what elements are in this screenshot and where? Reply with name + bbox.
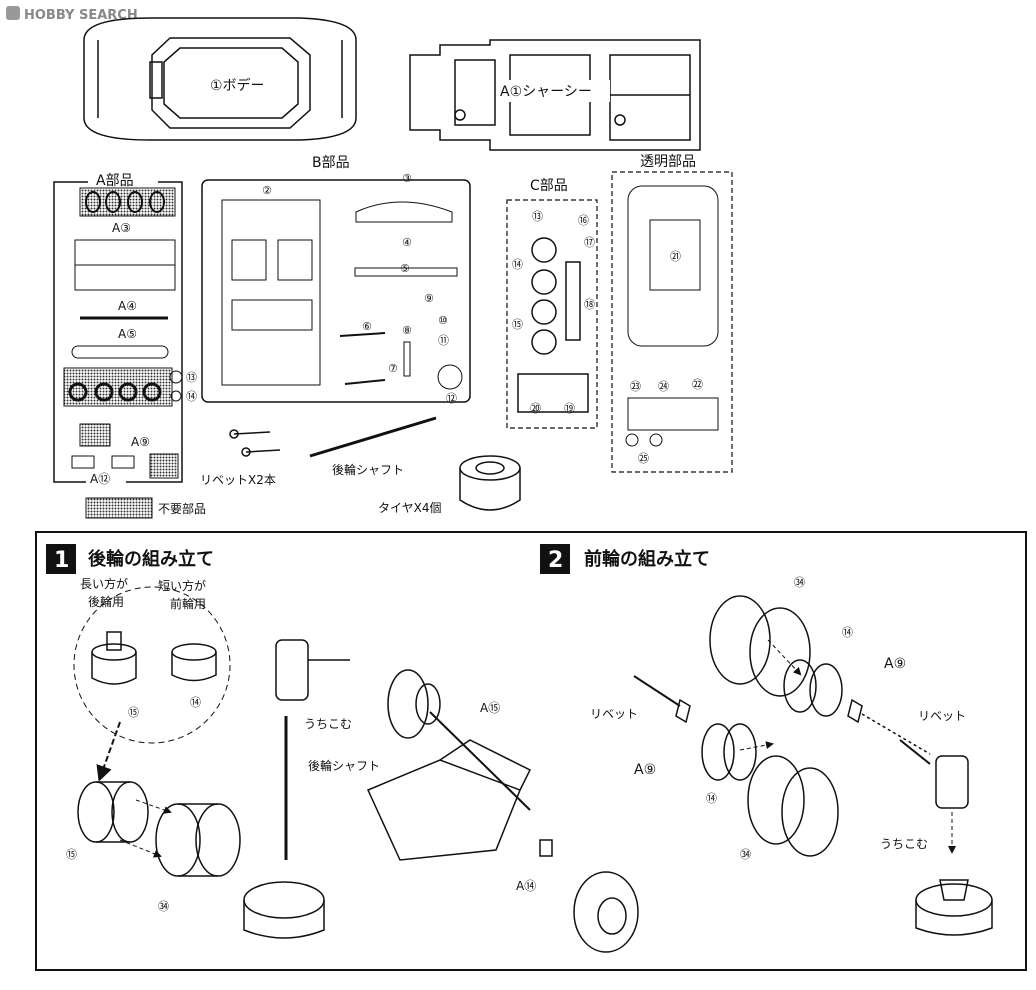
a-label-4: A④ (118, 299, 137, 313)
step2-badge (540, 544, 570, 574)
chassis-label: A①シャーシー (500, 84, 592, 100)
b-num-2: ② (262, 184, 272, 197)
short-label: 短い方が (158, 578, 206, 593)
c-num-17: ⑰ (584, 236, 595, 249)
rivet-left: リベット (590, 707, 638, 721)
hub-14: ⑭ (190, 696, 201, 709)
a-label-3: A③ (112, 221, 131, 235)
step2-number: 2 (548, 548, 563, 573)
step2: 2 前輪の組み立て ㉞ ⑭ A⑨ リベット リベット A⑨ ⑭ ㉞ うちこむ (540, 544, 993, 936)
a-label-9: A⑨ (131, 435, 150, 449)
a-side-14: ⑭ (186, 390, 197, 403)
b-num-12: ⑫ (446, 392, 457, 405)
clear-num-22: ㉒ (692, 378, 703, 391)
b-num-11: ⑪ (438, 334, 449, 347)
c-num-19: ⑲ (564, 402, 575, 415)
watermark-text: HOBBY SEARCH (24, 8, 138, 23)
short-use: 前輪用 (170, 596, 206, 611)
hammer-note-1: うちこむ (304, 717, 352, 731)
steps-frame (35, 531, 1027, 971)
rivet-label: リベットX2本 (200, 473, 276, 487)
tire-label: タイヤX4個 (378, 501, 442, 515)
b-num-5: ⑤ (400, 262, 410, 275)
a9-left: A⑨ (634, 762, 656, 778)
long-use: 後輪用 (88, 594, 124, 609)
rivet-right: リベット (918, 709, 966, 723)
b-num-8: ⑧ (402, 324, 412, 337)
hub-14b: ⑭ (706, 792, 717, 805)
b-parts-title: B部品 (312, 155, 350, 171)
hub-15: ⑮ (128, 706, 139, 719)
step1-badge (46, 544, 76, 574)
car-body-drawing (83, 17, 357, 141)
b-parts-box: B部品 ② ③ ④ ⑤ ⑥ ⑦ ⑧ ⑨ ⑩ ⑪ ⑫ (201, 152, 471, 405)
b-num-4: ④ (402, 236, 412, 249)
c-parts-title: C部品 (530, 178, 568, 194)
a-parts-title: A部品 (96, 173, 134, 189)
a-label-5: A⑤ (118, 327, 137, 341)
c-num-20: ⑳ (530, 402, 541, 415)
clear-num-23: ㉓ (630, 380, 641, 393)
a-label-12: A⑫ (90, 472, 110, 486)
a-side-13: ⑬ (186, 371, 197, 384)
b-num-7: ⑦ (388, 362, 398, 375)
c-num-13: ⑬ (532, 210, 543, 223)
clear-parts-title: 透明部品 (640, 154, 696, 170)
watermark: HOBBY SEARCH (6, 6, 138, 23)
loose-parts (229, 416, 521, 511)
c-num-14: ⑭ (512, 258, 523, 271)
a-parts-box: A部品 A③ A④ A⑤ ⑬ ⑭ A⑨ A⑫ (53, 173, 197, 486)
step1: 1 後輪の組み立て 長い方が 短い方が 後輪用 前輪用 ⑮ ⑭ ⑮ ㉞ (46, 544, 639, 953)
b-num-3: ③ (402, 172, 412, 185)
long-label: 長い方が (80, 576, 128, 591)
c-parts-box: C部品 ⑬ ⑭ ⑮ ⑯ ⑰ ⑱ ⑲ ⑳ (506, 178, 598, 429)
b-num-6: ⑥ (362, 320, 372, 333)
clear-parts-box: 透明部品 ㉑ ㉒ ㉓ ㉔ ㉕ (611, 154, 733, 473)
hub-15-b: ⑮ (66, 848, 77, 861)
b-num-9: ⑨ (424, 292, 434, 305)
c-num-15: ⑮ (512, 318, 523, 331)
unused-label: 不要部品 (158, 501, 206, 516)
step2-title: 前輪の組み立て (584, 548, 710, 570)
tire-34b: ㉞ (740, 848, 751, 861)
c-num-18: ⑱ (584, 298, 595, 311)
c-num-16: ⑯ (578, 214, 589, 227)
b-num-10: ⑩ (438, 314, 448, 327)
unused-swatch (85, 497, 153, 519)
shaft-label: 後輪シャフト (332, 462, 404, 477)
tire-34a: ㉞ (794, 576, 805, 589)
clear-num-21: ㉑ (670, 250, 681, 263)
body-label: ①ボデー (210, 77, 265, 94)
a14-label: A⑭ (516, 879, 536, 893)
a15-label: A⑮ (480, 701, 500, 715)
a9-right: A⑨ (884, 656, 906, 672)
tire-34: ㉞ (158, 900, 169, 913)
step1-title: 後輪の組み立て (88, 548, 214, 570)
hammer-note-2: うちこむ (880, 837, 928, 851)
shaft-label-1: 後輪シャフト (308, 758, 380, 773)
clear-num-24: ㉔ (658, 380, 669, 393)
clear-num-25: ㉕ (638, 452, 649, 465)
step1-number: 1 (54, 548, 69, 573)
hub-14a: ⑭ (842, 626, 853, 639)
